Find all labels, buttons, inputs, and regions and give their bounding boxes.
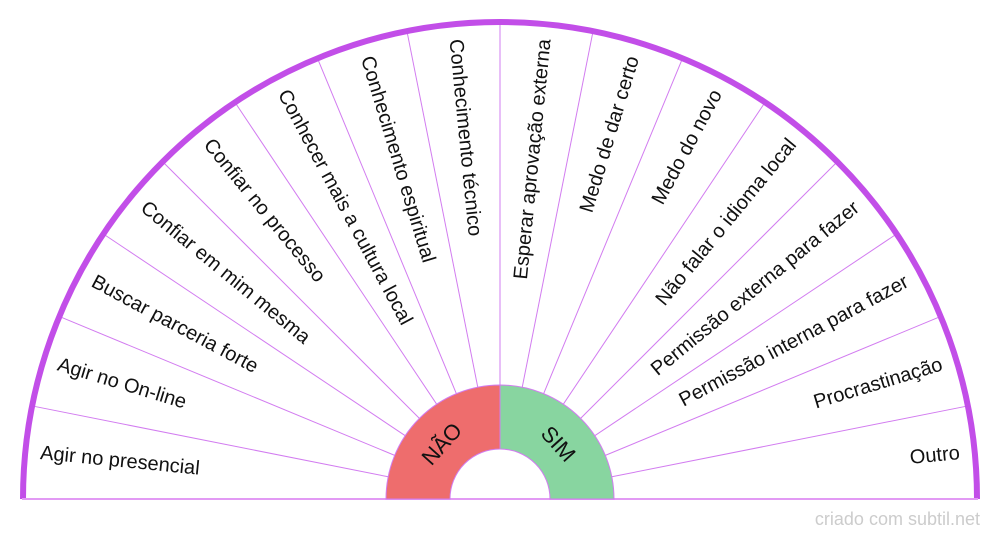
sector-divider [543, 58, 684, 394]
sector-label[interactable]: Medo do novo [648, 86, 727, 208]
sector-divider [562, 102, 766, 405]
sector-label[interactable]: Agir no presencial [39, 442, 200, 480]
sector-divider [162, 161, 420, 419]
sector-divider [59, 315, 395, 456]
sector-divider [521, 31, 594, 388]
sector-label[interactable]: Esperar aprovação externa [510, 37, 556, 280]
sector-label[interactable]: Outro [909, 442, 961, 469]
sector-label[interactable]: Medo de dar certo [576, 53, 644, 215]
sector-divider [580, 161, 838, 419]
outer-arc-border [20, 19, 980, 500]
no-segment[interactable] [385, 384, 501, 500]
yes-segment[interactable] [499, 384, 615, 500]
sector-divider [316, 58, 457, 394]
sector-divider [406, 31, 479, 388]
sector-divider [103, 233, 406, 437]
sector-label[interactable]: Conhecimento técnico [444, 38, 485, 237]
sector-divider [605, 315, 941, 456]
credit-text: criado com subtil.net [814, 509, 980, 529]
sector-divider [611, 405, 968, 478]
sector-divider [32, 405, 389, 478]
sector-label[interactable]: Agir no On-line [55, 354, 189, 414]
sector-divider [234, 102, 438, 405]
sector-label[interactable]: Procrastinação [811, 354, 945, 414]
sector-divider [594, 233, 897, 437]
